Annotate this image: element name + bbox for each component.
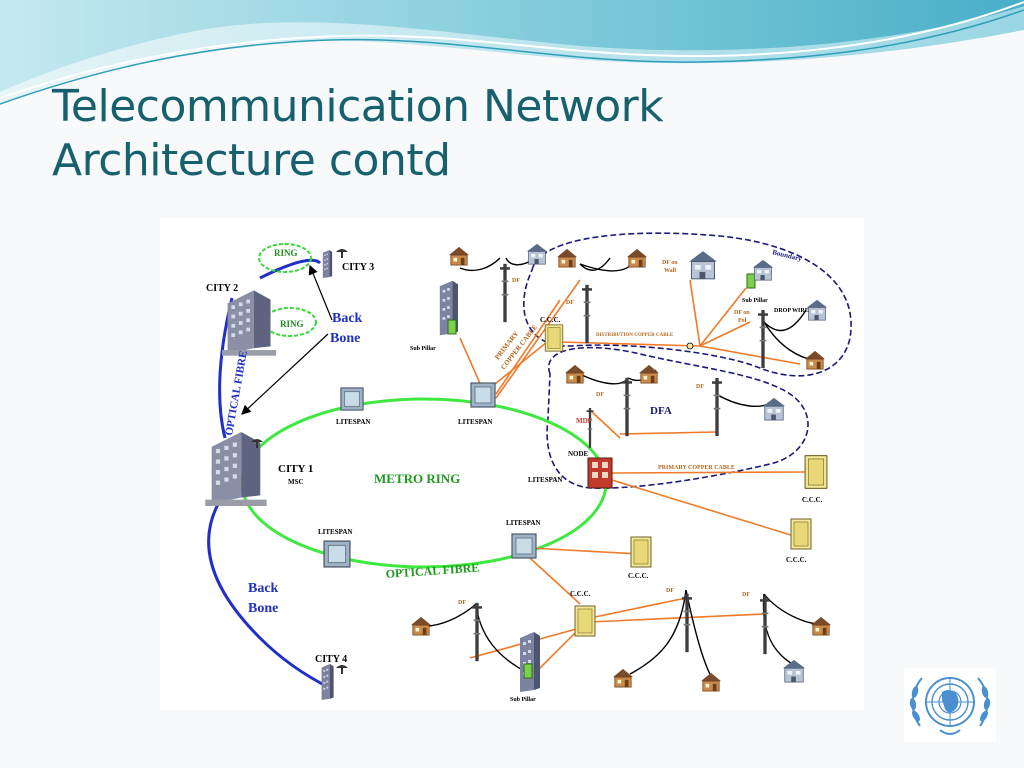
backbone-lower-label-line2: Bone <box>248 601 278 616</box>
node-box-icon <box>587 457 613 489</box>
df-label: DF <box>458 600 466 606</box>
litespan-center-top-label: LITESPAN <box>458 418 493 426</box>
diagram-panel <box>160 218 864 710</box>
city-3-label: CITY 3 <box>342 262 374 273</box>
df-on-wall-label-line1: DF on <box>662 260 678 266</box>
df-label: DF <box>742 592 750 598</box>
sub-pillar-bottom-icon <box>523 663 533 679</box>
litespan-center-bottom-label: LITESPAN <box>506 519 541 527</box>
optical-fibre-label: OPTICAL FIBRE <box>385 560 479 581</box>
sub-pillar-left-label: Sub Pillar <box>410 346 436 352</box>
drop-wire-label: DROP WIRE <box>774 308 809 314</box>
litespan-left-bottom-icon <box>323 540 351 568</box>
sub-pillar-left-icon <box>447 319 457 335</box>
metro-ring-label: METRO RING <box>374 471 460 486</box>
ccc-label: C.C.C. <box>540 316 561 324</box>
primary-copper-cable-label: PRIMARY COPPER CABLE <box>658 465 735 471</box>
backbone-arrow-1 <box>308 264 333 321</box>
boundary-outline <box>523 232 852 377</box>
backbone-lower <box>207 485 331 690</box>
slide-title-line-1: Telecommunication Network <box>52 81 664 132</box>
litespan-left-bottom-label: LITESPAN <box>318 528 353 536</box>
sub-pillar-right-label: Sub Pillar <box>742 298 768 304</box>
ring-top-label: RING <box>274 248 298 258</box>
node-box-detail <box>592 462 608 478</box>
df-on-pol-label-line1: DF on <box>734 310 750 316</box>
dfa-outline <box>546 346 809 489</box>
mdf-label: MDF <box>576 417 592 425</box>
litespan-left-top-label: LITESPAN <box>336 418 371 426</box>
distribution-point-icon <box>686 342 694 350</box>
network-architecture-diagram: CITY 2 CITY 3 CITY 1 MSC CITY 4 RING RIN… <box>160 218 864 710</box>
orange-fiber-lines <box>459 279 809 679</box>
litespan-center-top-icon <box>470 382 496 408</box>
ccc-label: C.C.C. <box>628 572 649 580</box>
df-label: DF <box>696 384 704 390</box>
sub-pillar-tower-bottom-icon <box>520 632 540 692</box>
sub-pillar-bottom-label: Sub Pillar <box>510 697 536 703</box>
ccc-cabinet-right-lower-icon <box>790 518 812 550</box>
df-label: DF <box>566 300 574 306</box>
ccc-cabinet-bottom-icon <box>574 605 596 637</box>
city-4-building-icon <box>321 664 334 700</box>
litespan-left-top-icon <box>340 387 364 411</box>
df-on-pol-label-line2: Pol <box>738 318 747 324</box>
city-1-label: CITY 1 <box>278 463 313 475</box>
sub-pillar-right-icon <box>746 273 756 289</box>
backbone-upper <box>259 258 322 280</box>
ccc-label: C.C.C. <box>786 556 807 564</box>
ccc-label: C.C.C. <box>802 496 823 504</box>
df-on-wall-label-line2: Wall <box>664 268 676 274</box>
df-label: DF <box>512 278 520 284</box>
backbone-arrow-2 <box>241 333 329 415</box>
df-label: DF <box>666 588 674 594</box>
ring-mid-label: RING <box>280 319 304 329</box>
slide-title: Telecommunication Network Architecture c… <box>52 80 664 187</box>
un-emblem-logo <box>904 668 996 742</box>
ring-top <box>258 243 312 273</box>
city-2-label: CITY 2 <box>206 283 238 294</box>
df-label: DF <box>596 392 604 398</box>
ccc-cabinet-top-icon <box>544 324 564 352</box>
msc-label: MSC <box>288 478 304 486</box>
ccc-cabinet-middle-icon <box>630 536 652 568</box>
city-3-building-icon <box>322 250 333 278</box>
slide-title-line-2: Architecture contd <box>52 134 451 186</box>
dfa-label: DFA <box>650 405 672 417</box>
litespan-center-bottom-icon <box>511 533 537 559</box>
city-4-label: CITY 4 <box>315 654 347 665</box>
node-label: NODE <box>568 450 589 458</box>
distribution-copper-cable-label: DISTRIBUTION COPPER CABLE <box>596 333 674 338</box>
backbone-upper-label-line1: Back <box>332 311 363 326</box>
backbone-upper-label-line2: Bone <box>330 331 360 346</box>
ccc-label: C.C.C. <box>570 590 591 598</box>
ccc-cabinet-right-upper-icon <box>804 455 828 489</box>
backbone-lower-label-line1: Back <box>248 581 279 596</box>
node-litespan-label: LITESPAN <box>528 476 563 484</box>
